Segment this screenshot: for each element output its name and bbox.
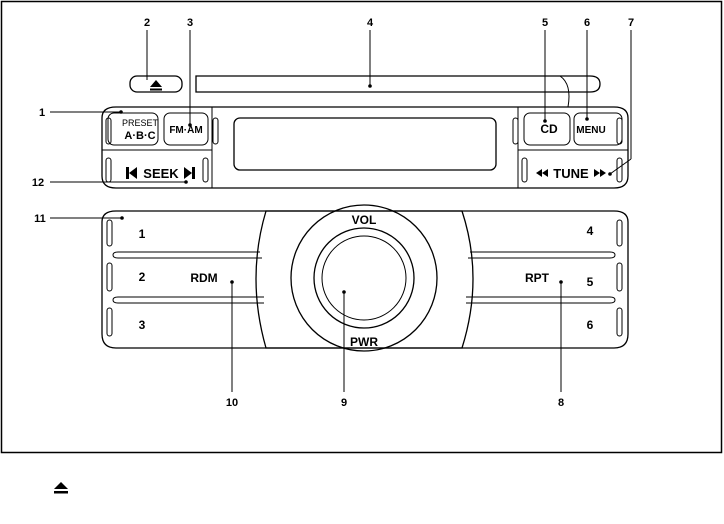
ridge-right-2 bbox=[466, 296, 616, 304]
eject-icon bbox=[54, 482, 68, 494]
callout-12: 12 bbox=[32, 177, 44, 189]
panel-slot bbox=[616, 117, 623, 145]
ridge-right-1 bbox=[468, 251, 616, 259]
callout-9: 9 bbox=[341, 397, 347, 409]
preset-button[interactable] bbox=[107, 112, 159, 146]
skip-back-icon bbox=[129, 167, 137, 179]
skip-back-bar bbox=[126, 167, 129, 179]
callout-2: 2 bbox=[144, 17, 150, 29]
pwr-label: PWR bbox=[350, 335, 378, 349]
preset-4-label[interactable]: 4 bbox=[587, 224, 594, 238]
skip-forward-bar bbox=[192, 167, 195, 179]
top-panel bbox=[101, 106, 629, 189]
panel-slot bbox=[106, 219, 113, 247]
fast-forward-icon bbox=[594, 169, 606, 177]
panel-slot bbox=[212, 117, 219, 145]
knob-housing bbox=[255, 210, 474, 349]
eject-button[interactable] bbox=[129, 75, 183, 93]
cd-slot bbox=[195, 75, 601, 93]
callout-dots bbox=[119, 84, 612, 294]
callout-7: 7 bbox=[628, 17, 634, 29]
fm-am-label: FM·AM bbox=[169, 125, 202, 136]
preset-6-label[interactable]: 6 bbox=[587, 318, 594, 332]
panel-slot bbox=[616, 219, 623, 247]
seek-label: SEEK bbox=[143, 166, 179, 181]
preset-label-line2: A·B·C bbox=[124, 130, 155, 142]
eject-icon bbox=[150, 80, 162, 87]
vol-label: VOL bbox=[352, 213, 377, 227]
callout-6: 6 bbox=[584, 17, 590, 29]
rpt-label[interactable]: RPT bbox=[525, 271, 550, 285]
callout-10: 10 bbox=[226, 397, 238, 409]
panel-slot bbox=[105, 117, 112, 145]
ridge-left-1 bbox=[112, 251, 262, 259]
rdm-label[interactable]: RDM bbox=[190, 271, 217, 285]
power-button[interactable] bbox=[321, 235, 407, 321]
cd-button[interactable] bbox=[523, 112, 571, 146]
panel-slot bbox=[106, 307, 113, 337]
callout-1: 1 bbox=[39, 107, 45, 119]
panel-slot bbox=[105, 157, 112, 183]
preset-label-line1: PRESET bbox=[122, 118, 159, 128]
figure-frame bbox=[0, 0, 723, 454]
callout-11: 11 bbox=[34, 213, 46, 225]
preset-2-label[interactable]: 2 bbox=[139, 270, 146, 284]
panel-slot bbox=[521, 157, 528, 183]
callout-leaders bbox=[50, 30, 632, 392]
panel-slot bbox=[616, 157, 623, 183]
preset-3-label[interactable]: 3 bbox=[139, 318, 146, 332]
menu-label: MENU bbox=[576, 125, 605, 136]
tune-button[interactable]: TUNE bbox=[536, 166, 606, 181]
seek-button[interactable]: SEEK bbox=[126, 166, 195, 181]
fm-am-button[interactable] bbox=[163, 112, 209, 146]
tune-label: TUNE bbox=[553, 166, 589, 181]
cd-label: CD bbox=[540, 122, 558, 136]
eject-icon-bar bbox=[150, 88, 162, 91]
panel-slot bbox=[616, 307, 623, 337]
preset-1-label[interactable]: 1 bbox=[139, 227, 146, 241]
callout-8: 8 bbox=[558, 397, 564, 409]
volume-knob[interactable] bbox=[313, 227, 415, 329]
volume-knob-outer-ring[interactable] bbox=[290, 204, 438, 352]
rewind-icon bbox=[536, 169, 548, 177]
panel-slot bbox=[512, 117, 519, 145]
panel-slot bbox=[106, 262, 113, 292]
preset-5-label[interactable]: 5 bbox=[587, 275, 594, 289]
callout-5: 5 bbox=[542, 17, 548, 29]
callout-3: 3 bbox=[187, 17, 193, 29]
callout-4: 4 bbox=[367, 17, 374, 29]
skip-forward-icon bbox=[184, 167, 192, 179]
cd-slot-edge bbox=[559, 75, 570, 108]
panel-slot bbox=[616, 262, 623, 292]
display-screen bbox=[233, 117, 497, 171]
ridge-left-2 bbox=[112, 296, 264, 304]
panel-slot bbox=[202, 157, 209, 183]
